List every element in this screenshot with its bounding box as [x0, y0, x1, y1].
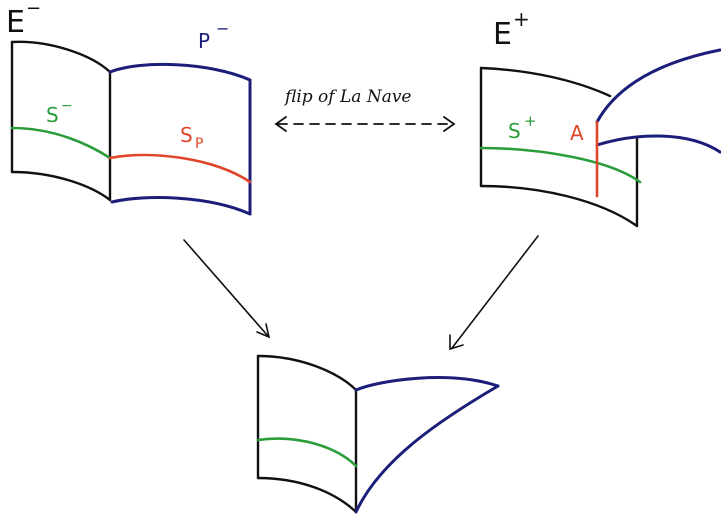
s-p-label: S [180, 123, 193, 147]
s-plus-label: S [508, 119, 521, 143]
flip-arrow [274, 116, 456, 132]
e-minus-label-sup: − [26, 0, 41, 19]
e-plus-label: E [493, 17, 512, 52]
e-plus-bottom [479, 184, 639, 228]
arrow-right-head [449, 334, 464, 351]
map-arrows [183, 235, 539, 351]
e-minus-label: E [6, 5, 25, 40]
s-plus-label-sup: + [524, 112, 537, 130]
p-minus-label: P [198, 29, 210, 53]
e-plus-top [479, 66, 612, 98]
p-minus-label-sup: − [216, 19, 229, 38]
surface-e-minus [10, 40, 252, 216]
e-minus-left-sheet-bottom [10, 170, 112, 202]
bottom-flap-outer [354, 384, 500, 514]
s-p-label-sub: P [195, 136, 203, 152]
e-plus-flap-upper [595, 48, 721, 124]
s-plus-curve [479, 146, 642, 184]
s-minus-curve [10, 126, 112, 160]
s-minus-label-sup: − [61, 98, 73, 114]
bottom-flap-top [354, 376, 500, 392]
p-minus-bottom [110, 196, 252, 216]
p-minus-top [108, 62, 252, 82]
e-minus-left-sheet-top [10, 40, 112, 74]
s-minus-label: S [46, 103, 59, 127]
surface-e-plus [479, 48, 721, 228]
s-p-curve [108, 153, 252, 184]
a-label: A [570, 121, 584, 145]
bottom-left-top [258, 356, 356, 390]
bottom-left-bottom [256, 476, 358, 514]
e-plus-flap-lower [595, 134, 721, 154]
arrow-left-to-bottom [183, 239, 269, 337]
surface-bottom [256, 354, 500, 514]
flip-arrow-head-left [274, 116, 287, 132]
arrow-left-head [256, 323, 271, 339]
bottom-green-curve [256, 437, 358, 468]
arrow-right-to-bottom [451, 235, 539, 349]
flip-label: flip of La Nave [283, 87, 412, 107]
bottom-left-top-stroke [256, 354, 358, 392]
e-plus-label-sup: + [513, 7, 530, 31]
flip-arrow-head-right [443, 116, 456, 132]
